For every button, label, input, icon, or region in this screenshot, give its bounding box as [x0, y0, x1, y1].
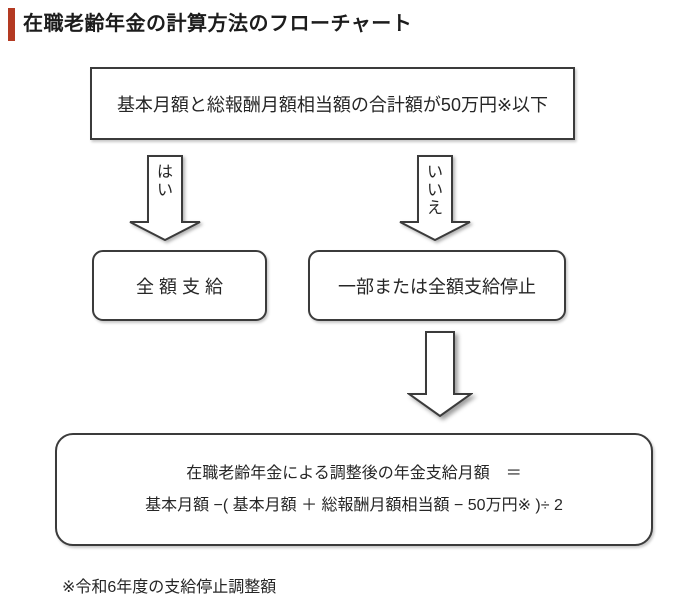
no-arrow-label: いいえ [426, 164, 444, 217]
yes-arrow-label: はい [156, 164, 174, 199]
result-box-line1: 在職老齢年金による調整後の年金支給月額 ＝ [186, 464, 522, 482]
down-arrow-icon [129, 155, 201, 241]
down-arrow-icon [399, 155, 471, 241]
suspension-box-text: 一部または全額支給停止 [338, 276, 536, 297]
page-title: 在職老齢年金の計算方法のフローチャート [23, 13, 413, 35]
result-box: 在職老齢年金による調整後の年金支給月額 ＝ 基本月額 −( 基本月額 ＋ 総報酬… [55, 433, 653, 546]
condition-box-text: 基本月額と総報酬月額相当額の合計額が50万円※以下 [116, 94, 549, 115]
suspension-box: 一部または全額支給停止 [308, 250, 566, 321]
result-box-line2: 基本月額 −( 基本月額 ＋ 総報酬月額相当額 − 50万円※ )÷ 2 [145, 496, 563, 514]
full-payment-box: 全 額 支 給 [92, 250, 267, 321]
title-row: 在職老齢年金の計算方法のフローチャート [8, 8, 412, 41]
full-payment-box-text: 全 額 支 給 [135, 276, 223, 297]
title-accent-bar [8, 8, 15, 41]
yes-arrow: はい [128, 155, 202, 241]
no-arrow: いいえ [398, 155, 472, 241]
result-arrow [407, 331, 473, 417]
footnote: ※令和6年度の支給停止調整額 [62, 579, 277, 596]
condition-box: 基本月額と総報酬月額相当額の合計額が50万円※以下 [90, 67, 575, 140]
down-arrow-icon [407, 331, 473, 417]
